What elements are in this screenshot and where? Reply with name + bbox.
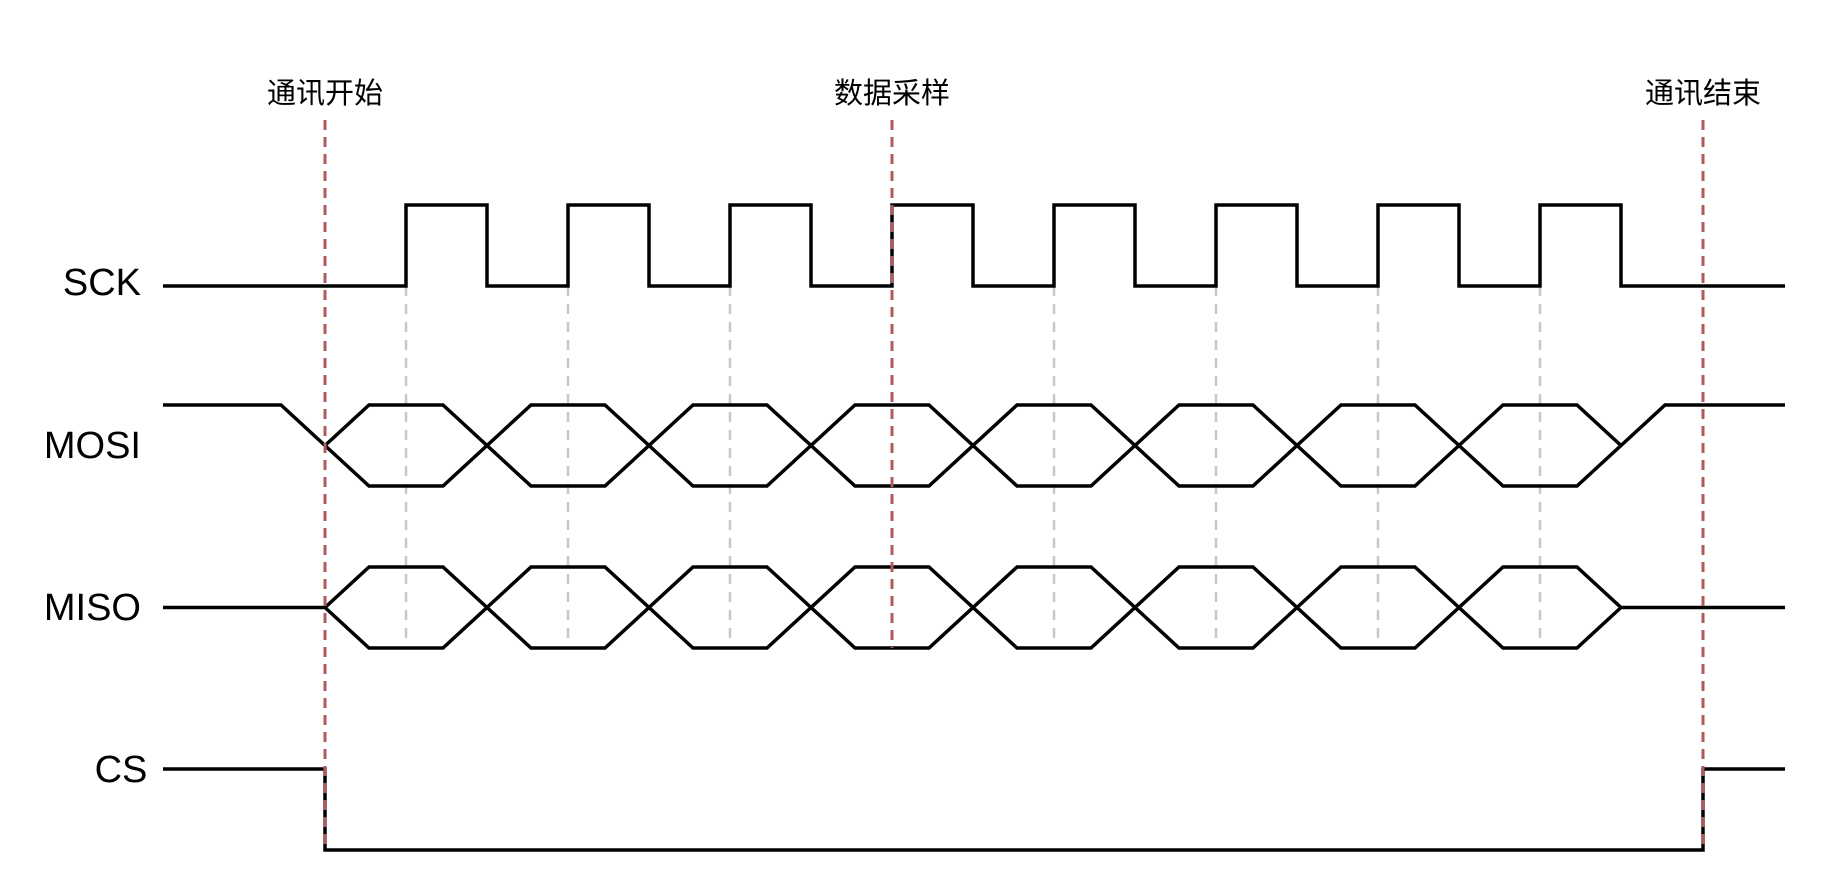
sample-guide-lines <box>404 286 1542 640</box>
signal-label-miso: MISO <box>44 587 141 629</box>
event-markers <box>323 120 1705 850</box>
signal-label-sck: SCK <box>63 262 141 304</box>
sck-waveform <box>163 203 1785 288</box>
signal-label-mosi: MOSI <box>44 425 141 467</box>
event-label-end: 通讯结束 <box>1645 76 1761 110</box>
mosi-waveform-lower <box>323 443 1623 488</box>
cs-waveform <box>163 767 1785 852</box>
signal-label-cs: CS <box>95 749 148 791</box>
event-label-start: 通讯开始 <box>267 76 383 110</box>
waveforms <box>163 203 1785 852</box>
event-label-sample: 数据采样 <box>834 76 950 110</box>
miso-waveform-lower <box>323 605 1623 650</box>
